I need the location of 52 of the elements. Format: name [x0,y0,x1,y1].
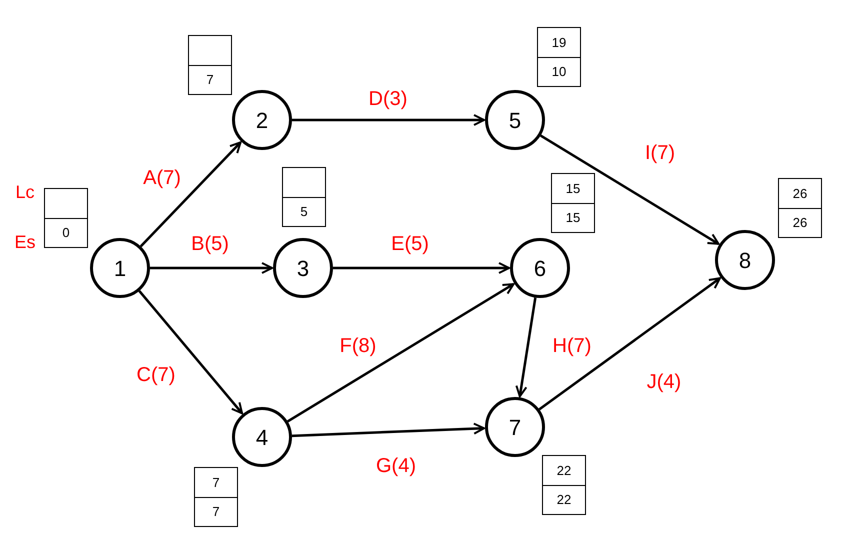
time-cell [551,203,595,233]
arrow [540,134,720,245]
time-cell [542,455,586,486]
edge-label: A(7) [141,168,183,188]
time-cell [188,65,232,95]
event-number: 8 [738,246,752,274]
arrow [292,422,486,438]
row-label: Lc [16,183,34,201]
time-value: 22 [556,462,572,480]
time-value: 10 [552,63,566,82]
time-cell [194,497,238,527]
time-cell [282,167,326,198]
edge-label: C(7) [134,365,178,385]
time-value: 15 [566,180,580,198]
arrow [286,283,514,422]
time-value: 7 [212,503,220,522]
arrow [140,141,242,248]
time-cell [537,57,581,87]
arrow [292,114,485,126]
time-value: 7 [212,474,220,492]
time-value: 7 [206,71,214,90]
time-value: 5 [300,203,308,222]
time-cell [537,27,581,58]
event-number: 2 [256,106,268,134]
arrow [138,290,244,414]
time-cell [194,467,238,498]
time-value: 19 [552,34,566,52]
edge-label: G(4) [374,456,418,476]
time-value: 26 [792,184,808,203]
event-number: 6 [534,254,546,282]
row-label: Es [14,233,36,251]
event-number: 7 [508,414,522,442]
time-cell [778,178,822,209]
time-cell [551,173,595,204]
event-number: 1 [114,254,126,282]
time-cell [44,188,88,219]
event-number: 4 [256,424,268,452]
time-value: 26 [792,214,808,232]
time-value: 0 [62,224,70,242]
time-cell [282,197,326,227]
arrow [515,297,537,398]
time-cell [778,208,822,238]
time-cell [542,485,586,515]
time-cell [44,218,88,248]
time-value: 22 [556,491,572,510]
time-value: 15 [566,209,580,228]
arrow [150,262,273,274]
event-number: 3 [296,254,310,282]
event-number: 5 [508,106,522,134]
arrow [333,262,510,274]
time-cell [188,35,232,66]
arrow [538,277,721,410]
